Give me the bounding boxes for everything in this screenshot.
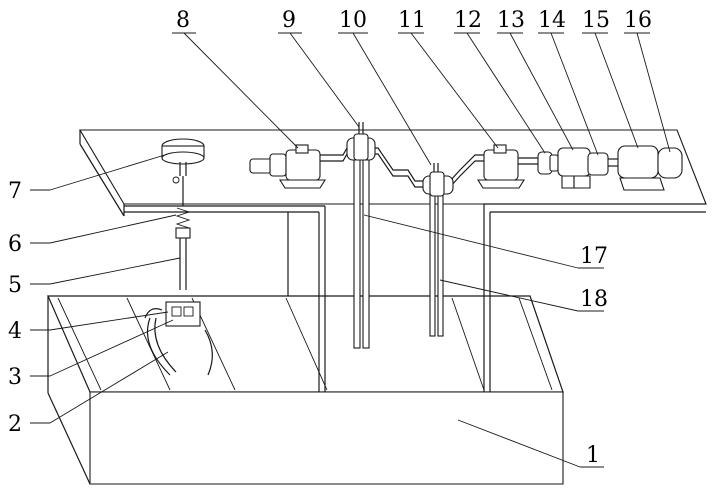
- crank-9: [347, 122, 375, 160]
- label-5: 5: [8, 273, 22, 298]
- label-17: 17: [580, 244, 608, 269]
- label-12: 12: [454, 8, 482, 33]
- rod-18: [430, 190, 443, 336]
- label-13: 13: [497, 8, 525, 33]
- label-1: 1: [586, 443, 600, 468]
- label-10: 10: [339, 8, 367, 33]
- bearing-11: [478, 145, 524, 188]
- sensor-13: [558, 148, 590, 188]
- label-14: 14: [538, 8, 566, 33]
- label-7: 7: [8, 179, 22, 204]
- tank: [48, 296, 563, 484]
- label-8: 8: [176, 8, 190, 33]
- label-11: 11: [398, 8, 426, 33]
- label-4: 4: [8, 319, 22, 344]
- coupling-12: [538, 152, 558, 174]
- label-2: 2: [8, 412, 22, 437]
- label-16: 16: [624, 8, 652, 33]
- label-6: 6: [8, 232, 22, 257]
- motor-15: [618, 146, 664, 190]
- encoder-16: [658, 148, 682, 178]
- label-15: 15: [582, 8, 610, 33]
- label-18: 18: [580, 287, 608, 312]
- label-3: 3: [8, 365, 22, 390]
- label-9: 9: [282, 8, 296, 33]
